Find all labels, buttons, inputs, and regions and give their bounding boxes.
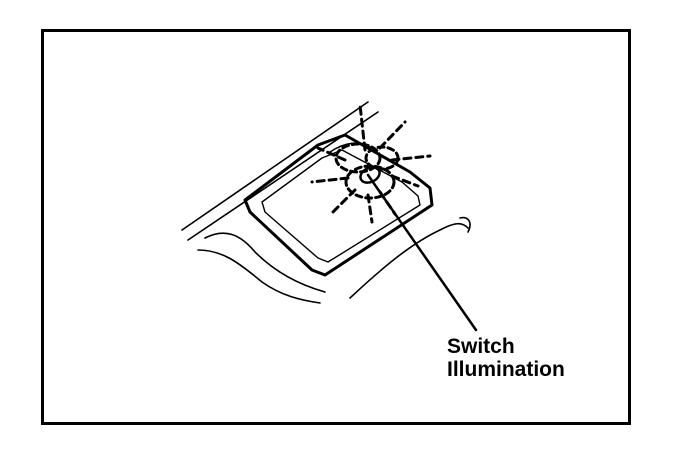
callout-leader-line	[366, 173, 478, 332]
callout-line-1: Switch	[447, 335, 515, 358]
illumination-rays	[310, 103, 432, 224]
switch-illumination-label: Switch Illumination	[447, 335, 565, 381]
door-trim-lines	[181, 101, 471, 304]
callout-line-2: Illumination	[447, 358, 565, 381]
diagram-frame	[41, 29, 631, 425]
